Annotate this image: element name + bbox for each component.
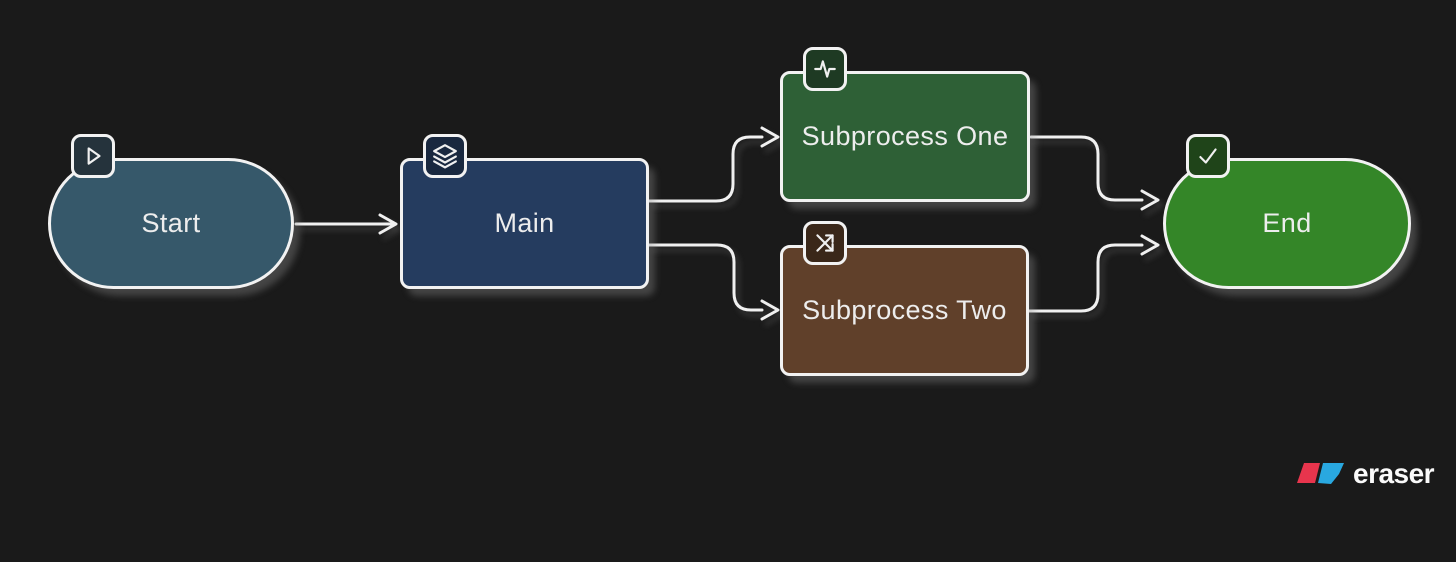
node-end[interactable]: End — [1163, 134, 1411, 289]
node-label: End — [1262, 208, 1312, 238]
node-subprocess-two-badge — [803, 221, 847, 265]
node-main[interactable]: Main — [400, 134, 649, 289]
shuffle-icon — [816, 234, 834, 252]
node-main-badge — [423, 134, 467, 178]
activity-icon — [814, 60, 836, 78]
eraser-logo-text: eraser — [1353, 458, 1435, 489]
check-icon — [1199, 148, 1217, 164]
node-label: Start — [141, 208, 201, 238]
edge-start-main[interactable] — [294, 213, 398, 235]
eraser-logo-mark-icon — [1297, 463, 1344, 484]
node-label: Subprocess One — [801, 121, 1009, 151]
eraser-logo[interactable]: eraser — [1297, 458, 1435, 490]
node-subprocess-two[interactable]: Subprocess Two — [780, 221, 1029, 376]
node-start[interactable]: Start — [48, 134, 294, 289]
layers-icon — [433, 144, 457, 169]
edge-main-subprocess-one[interactable] — [647, 126, 780, 203]
play-icon — [87, 147, 101, 165]
node-label: Subprocess Two — [802, 295, 1007, 325]
edge-subprocess-two-end[interactable] — [1027, 234, 1160, 313]
node-end-badge — [1186, 134, 1230, 178]
edge-main-subprocess-two[interactable] — [647, 243, 780, 321]
node-label: Main — [494, 208, 555, 238]
node-start-badge — [71, 134, 115, 178]
node-subprocess-one-badge — [803, 47, 847, 91]
node-subprocess-one[interactable]: Subprocess One — [780, 47, 1030, 202]
edge-subprocess-one-end[interactable] — [1029, 135, 1160, 211]
